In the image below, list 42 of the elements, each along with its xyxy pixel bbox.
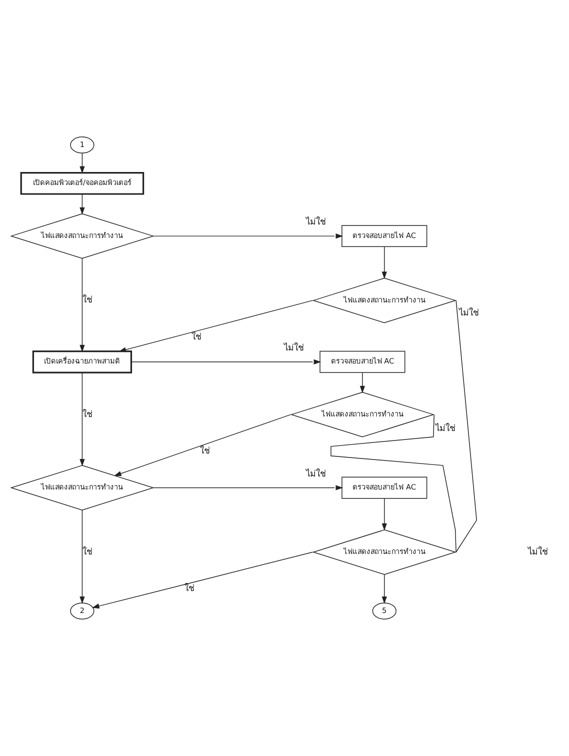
node-box: ตรวจสอบสายไฟ AC [342,225,428,248]
node-diamond: ไฟแสดงสถานะการทำงาน [290,392,435,438]
node-ellipse: 1 [70,136,94,154]
node-diamond: ไฟแสดงสถานะการทำงาน [10,465,154,510]
edge-label: ใช่ [192,332,202,342]
node-diamond: ไฟแสดงสถานะการทำงาน [10,213,154,259]
edge-label: ไม่ใช่ [306,469,326,480]
node-diamond: ไฟแสดงสถานะการทำงาน [312,529,457,575]
arrow [382,498,387,531]
node-box: เปิดเครื่องฉายภาพสามติ [32,350,132,374]
node-ellipse: 2 [70,602,94,620]
node-box: เปิดคอมพิวเตอร์/จอคอมพิวเตอร์ [20,172,144,195]
edge-label: ใช่ [82,547,93,558]
edge-label: ใช่ [200,446,210,456]
arrow [80,510,85,604]
arrow [130,359,322,364]
label: ไม่ใช่ [528,547,548,558]
edge-label: ใช่ [184,584,194,594]
edge-label: ไม่ใช่ [284,343,304,354]
arrow [382,246,387,279]
node-diamond: ไฟแสดงสถานะการทำงาน [312,278,457,324]
node-ellipse: 5 [372,602,396,620]
connector [330,414,456,552]
arrow [114,414,292,476]
node-box: ตรวจสอบสายไฟ AC [320,350,406,373]
edge-label: ไม่ใช่ [435,424,456,434]
arrow [118,300,314,352]
connector [456,300,477,552]
arrow [80,194,85,215]
arrow [382,574,387,604]
arrow [92,552,314,609]
edge-label: ไม่ใช่ [306,218,326,228]
arrow [152,485,344,490]
arrow [80,258,85,352]
arrow [152,234,344,239]
arrow [360,372,365,394]
edge-label: ไม่ใช่ [459,308,480,319]
edge-label: ใช่ [82,296,93,306]
edge-label: ใช่ [82,410,93,420]
arrow [80,152,85,174]
arrow [80,372,85,466]
node-box: ตรวจสอบสายไฟ AC [342,476,428,499]
